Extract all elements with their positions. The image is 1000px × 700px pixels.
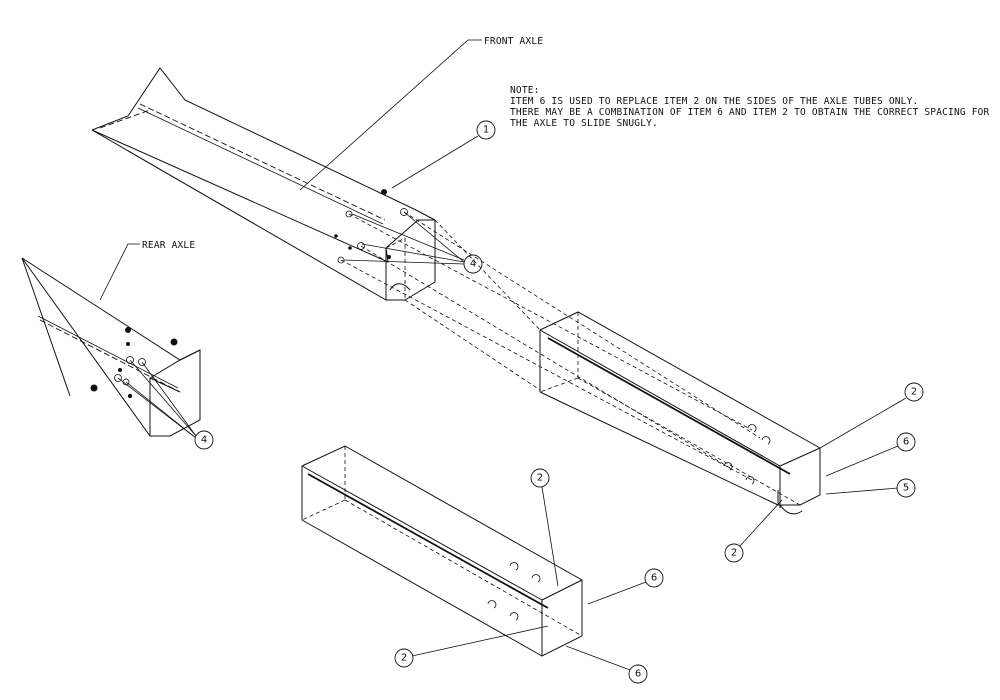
balloon-item-1-label: 1 (483, 125, 489, 136)
balloon-item-6-lower-top (644, 568, 664, 588)
balloon-item-5-right (896, 478, 916, 498)
balloon-item-6-right-label: 6 (903, 437, 909, 448)
lower-spacer-tube (301, 445, 583, 657)
balloon-item-2-lower-top-label: 2 (537, 473, 543, 484)
balloon-item-2-right-top (904, 382, 924, 402)
front-axle-tube (91, 67, 436, 301)
balloon-item-2-lower-bottom-label: 2 (401, 653, 407, 664)
note-line-3: THE AXLE TO SLIDE SNUGLY. (510, 118, 658, 129)
rear-axle-label: REAR AXLE (142, 240, 195, 251)
balloon-item-2-right-top-label: 2 (911, 387, 917, 398)
balloon-item-1 (476, 120, 496, 140)
note-line-1: ITEM 6 IS USED TO REPLACE ITEM 2 ON THE … (510, 96, 918, 107)
balloon-item-4-rear-label: 4 (201, 435, 207, 446)
balloon-item-2-lower-top (530, 468, 550, 488)
balloon-item-5-right-label: 5 (903, 483, 909, 494)
right-spacer-tube (539, 311, 821, 515)
balloon-item-4-rear (194, 430, 214, 450)
balloon-item-6-lower-bottom (628, 664, 648, 684)
balloon-item-6-lower-bottom-label: 6 (635, 669, 641, 680)
note-line-2: THERE MAY BE A COMBINATION OF ITEM 6 AND… (510, 107, 990, 118)
balloon-item-4-front (463, 254, 483, 274)
balloon-item-2-lower-bottom (394, 648, 414, 668)
balloon-item-2-right-bottom-label: 2 (731, 548, 737, 559)
note-heading: NOTE: (510, 85, 540, 96)
balloon-item-2-right-bottom (724, 543, 744, 563)
front-axle-label: FRONT AXLE (484, 36, 543, 47)
balloon-item-6-lower-top-label: 6 (651, 573, 657, 584)
balloon-item-4-front-label: 4 (470, 259, 476, 270)
balloon-item-6-right (896, 432, 916, 452)
